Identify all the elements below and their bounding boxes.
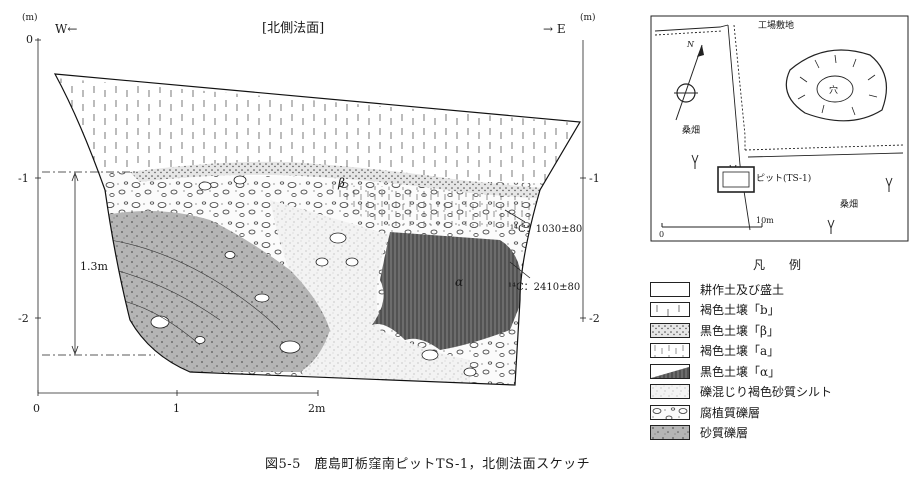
legend-swatch-sandy-gravel bbox=[650, 425, 690, 441]
c14-upper-leader bbox=[504, 209, 526, 223]
east-label: → E bbox=[543, 22, 566, 36]
map-scale-bar bbox=[661, 223, 763, 228]
c14-lower-leader bbox=[509, 261, 531, 279]
bottom-tick-0: 0 bbox=[33, 402, 40, 415]
scale-end: 10m bbox=[756, 216, 774, 225]
site-map: 工場敷地 穴 N 桑畑 桑畑 ピット(TS-1) bbox=[650, 15, 909, 242]
bottom-tick-1: 1 bbox=[173, 402, 180, 415]
legend-item: 黒色土壌「β」 bbox=[650, 320, 910, 341]
legend-label: 褐色土壌「b」 bbox=[700, 303, 780, 318]
layer-sandy-gravel bbox=[105, 211, 330, 372]
legend-swatch-dashes-dense bbox=[650, 343, 690, 359]
mulberry-label-2: 桑畑 bbox=[840, 198, 858, 210]
north-arrow-icon bbox=[674, 44, 704, 121]
figure-caption: 図5-5 鹿島町栃窪南ピットTS-1，北側法面スケッチ bbox=[265, 457, 591, 472]
bottom-tick-2: 2m bbox=[308, 402, 326, 415]
left-tick-1: -1 bbox=[18, 172, 29, 185]
profile-outline bbox=[53, 73, 581, 386]
factory-label: 工場敷地 bbox=[758, 19, 794, 31]
legend-label: 褐色土壌「a」 bbox=[700, 344, 780, 359]
legend-label: 砂質礫層 bbox=[700, 426, 749, 441]
legend-item: 礫混じり褐色砂質シルト bbox=[650, 382, 910, 403]
legend: 凡 例 耕作土及び盛土 褐色土壌「b」 黒色土壌「β」 褐色土壌「a」 黒色土壌… bbox=[650, 256, 910, 443]
hole-inner bbox=[816, 75, 854, 103]
hole-label: 穴 bbox=[829, 84, 838, 96]
thickness-label: 1.3m bbox=[80, 260, 108, 273]
hole-outline bbox=[785, 49, 888, 122]
north-label: N bbox=[686, 40, 695, 49]
layer-alpha-label: α bbox=[455, 275, 463, 289]
layer-black-alpha bbox=[372, 232, 523, 350]
right-tick-1: -1 bbox=[589, 172, 600, 185]
pit-label: ピット(TS-1) bbox=[756, 173, 811, 184]
legend-swatch-dark-wedge bbox=[650, 363, 690, 379]
unit-label-right: (m) bbox=[580, 12, 596, 23]
legend-swatch-dark-dots bbox=[650, 322, 690, 338]
legend-label: 黒色土壌「β」 bbox=[700, 323, 779, 338]
thickness-measure bbox=[42, 171, 155, 356]
legend-title: 凡 例 bbox=[752, 258, 807, 272]
legend-label: 腐植質礫層 bbox=[700, 405, 761, 420]
legend-label: 黒色土壌「α」 bbox=[700, 364, 781, 379]
left-axis: 0 -1 -2 bbox=[18, 33, 41, 393]
legend-item: 腐植質礫層 bbox=[650, 402, 910, 423]
layer-black-beta bbox=[130, 161, 580, 202]
legend-swatch-dashes bbox=[650, 302, 690, 318]
legend-item: 褐色土壌「a」 bbox=[650, 341, 910, 362]
legend-item: 褐色土壌「b」 bbox=[650, 300, 910, 321]
layer-beta-label: β bbox=[337, 176, 345, 190]
soil-profile bbox=[55, 74, 580, 385]
legend-item: 耕作土及び盛土 bbox=[650, 279, 910, 300]
mulberry-label-1: 桑畑 bbox=[682, 124, 700, 136]
legend-item: 砂質礫層 bbox=[650, 423, 910, 444]
legend-swatch-plain bbox=[650, 281, 690, 297]
legend-label: 耕作土及び盛土 bbox=[700, 282, 785, 297]
legend-swatch-sandy-silt bbox=[650, 384, 690, 400]
bottom-axis: 0 1 2m bbox=[33, 390, 326, 415]
left-tick-0: 0 bbox=[26, 33, 33, 46]
legend-label: 礫混じり褐色砂質シルト bbox=[700, 385, 833, 400]
right-axis: -1 -2 bbox=[580, 40, 600, 325]
section-sketch: [北側法面] W← → E (m) (m) 0 -1 -2 -1 -2 0 1 … bbox=[18, 12, 600, 415]
scale-zero: 0 bbox=[659, 230, 664, 239]
legend-item: 黒色土壌「α」 bbox=[650, 361, 910, 382]
left-tick-2: -2 bbox=[18, 312, 29, 325]
figure-title: [北側法面] bbox=[262, 21, 324, 36]
west-label: W← bbox=[55, 22, 77, 36]
unit-label-left: (m) bbox=[22, 12, 38, 23]
legend-swatch-gravel bbox=[650, 404, 690, 420]
pit-marker bbox=[717, 166, 755, 193]
right-tick-2: -2 bbox=[589, 312, 600, 325]
c14-lower: ¹⁴C：2410±80 bbox=[508, 282, 580, 293]
c14-upper: ¹⁴C：1030±80 bbox=[510, 224, 582, 235]
